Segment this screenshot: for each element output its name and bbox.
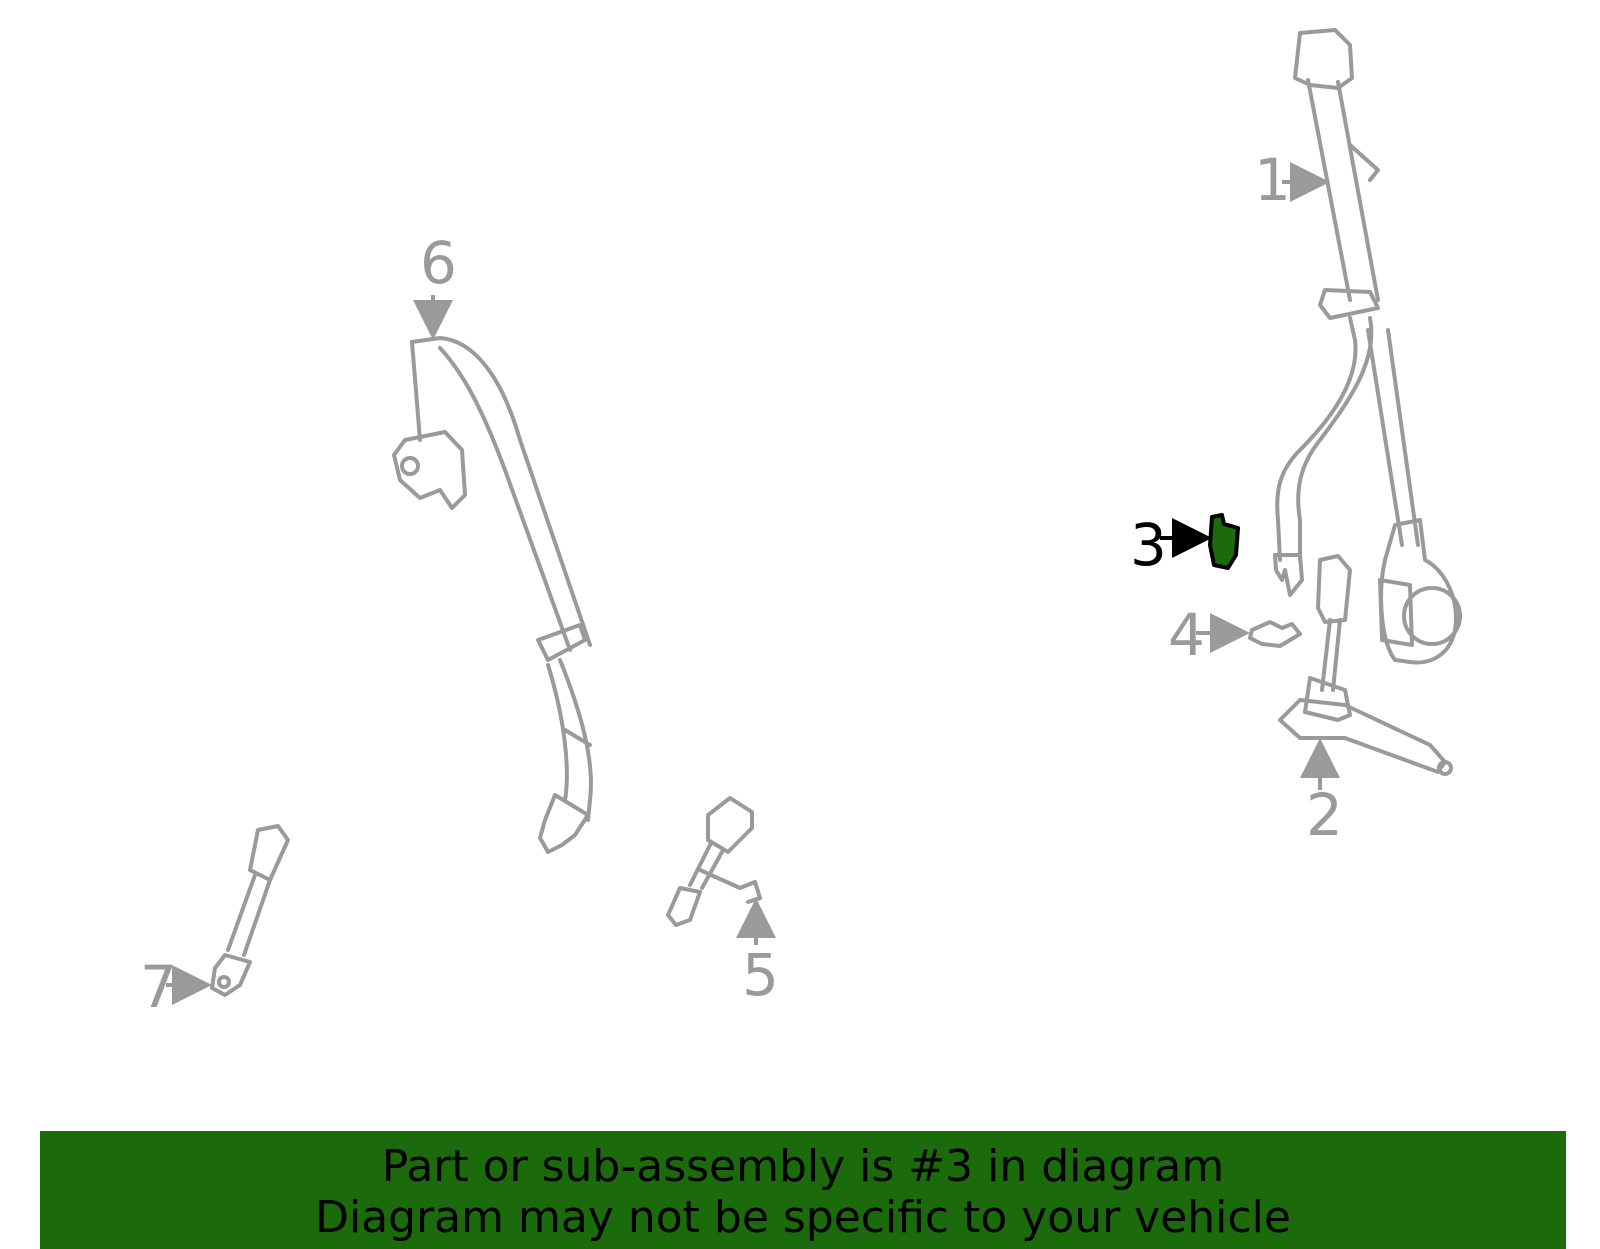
banner-line-disclaimer: Diagram may not be specific to your vehi… bbox=[315, 1192, 1291, 1243]
part-3-highlighted-guide[interactable] bbox=[1208, 513, 1240, 570]
part-6-retractor-belt[interactable] bbox=[392, 336, 593, 854]
info-banner: Part or sub-assembly is #3 in diagram Di… bbox=[40, 1131, 1566, 1249]
callout-2[interactable]: 2 bbox=[1306, 781, 1343, 849]
callout-3[interactable]: 3 bbox=[1130, 511, 1167, 579]
part-7-buckle-stalk[interactable] bbox=[210, 824, 290, 997]
part-1-seat-belt-assembly[interactable] bbox=[1273, 28, 1462, 665]
part-4-bracket[interactable] bbox=[1248, 620, 1302, 648]
callout-5[interactable]: 5 bbox=[742, 941, 779, 1009]
callout-6[interactable]: 6 bbox=[420, 229, 457, 297]
part-5-buckle-cable[interactable] bbox=[666, 796, 762, 927]
parts-diagram: 1 2 3 4 6 5 bbox=[140, 28, 1462, 1021]
banner-line-part-number: Part or sub-assembly is #3 in diagram bbox=[381, 1141, 1225, 1192]
